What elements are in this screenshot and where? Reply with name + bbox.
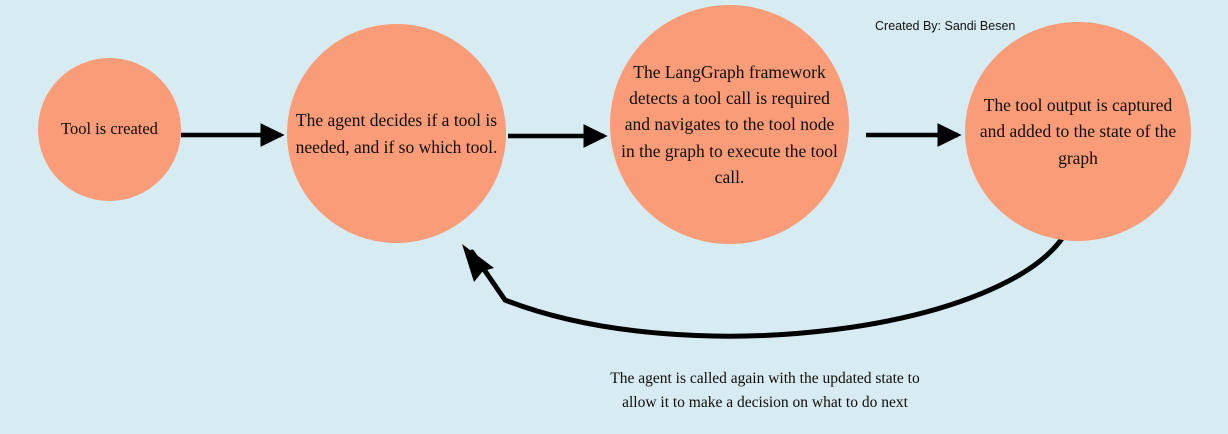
node-label: The LangGraph framework detects a tool c… <box>621 61 838 187</box>
node-label: The tool output is captured and added to… <box>979 94 1177 168</box>
node-label: The agent decides if a tool is needed, a… <box>295 109 498 157</box>
feedback-loop-caption-line-1: The agent is called again with the updat… <box>610 370 920 387</box>
node-tool-created[interactable]: Tool is created <box>38 58 181 201</box>
feedback-loop-caption-line-2: allow it to make a decision on what to d… <box>622 394 908 412</box>
edge-arrow-feedback-loop <box>462 228 1070 339</box>
credit-label: Created By: Sandi Besen <box>875 19 1016 33</box>
node-agent-decides[interactable]: The agent decides if a tool is needed, a… <box>287 24 506 243</box>
node-langgraph-detects[interactable]: The LangGraph framework detects a tool c… <box>610 5 849 244</box>
node-label: Tool is created <box>61 119 158 139</box>
feedback-loop-caption: The agent is called again with the updat… <box>540 367 990 415</box>
node-tool-output-captured[interactable]: The tool output is captured and added to… <box>965 22 1191 241</box>
